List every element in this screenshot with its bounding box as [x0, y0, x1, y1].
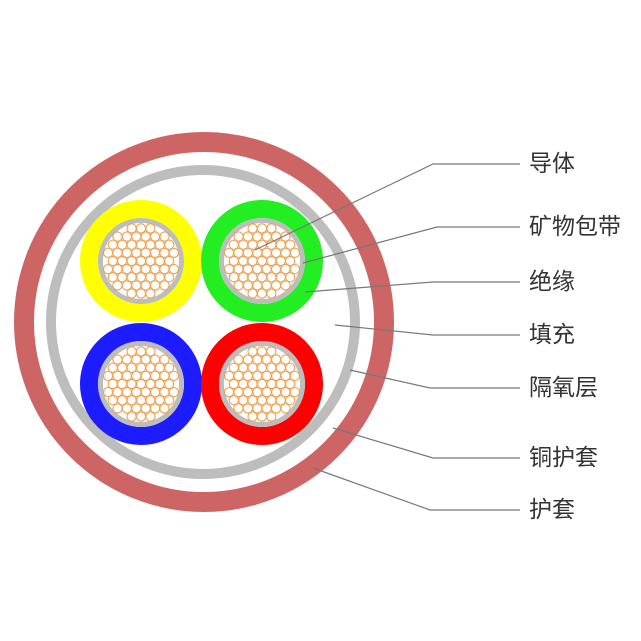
conductor-strand	[126, 411, 137, 422]
leader-line	[312, 467, 520, 511]
conductor-strand	[285, 239, 296, 250]
conductor-strand	[168, 263, 180, 275]
conductor-strand	[266, 411, 277, 422]
cores	[80, 200, 323, 445]
conductor-strand	[135, 288, 147, 299]
conductor-strand	[164, 272, 175, 283]
conductor-strand	[280, 354, 291, 365]
conductor-strand	[164, 239, 175, 250]
leader-line	[334, 324, 520, 336]
core-blue	[80, 323, 202, 445]
conductor-strand	[164, 362, 175, 373]
conductor-strand	[280, 280, 291, 291]
label-sheath: 护套	[529, 497, 575, 523]
core-red	[201, 323, 323, 445]
conductor-strand	[289, 370, 301, 382]
conductor-strand	[285, 255, 296, 267]
conductor-strand	[285, 272, 296, 283]
conductor-strand	[159, 280, 170, 291]
conductor-strand	[145, 288, 156, 299]
conductor-strand	[168, 386, 180, 398]
conductor-strand	[145, 223, 156, 234]
conductor-strand	[256, 288, 268, 299]
conductor-strand	[289, 247, 301, 259]
leader-line	[332, 427, 520, 459]
conductor-strand	[247, 411, 258, 422]
core-yellow	[80, 200, 202, 322]
conductor-strand	[164, 255, 175, 267]
leader-line	[304, 281, 520, 293]
conductor-strand	[285, 378, 296, 390]
copper-sheath	[46, 165, 360, 479]
label-copper-sheath: 铜护套	[529, 445, 598, 471]
conductor-strand	[145, 346, 156, 357]
conductor-strand	[159, 231, 170, 242]
label-insulation: 绝缘	[529, 269, 575, 295]
conductor-strand	[289, 263, 301, 275]
conductor-strand	[112, 403, 123, 414]
conductor-strand	[112, 280, 123, 291]
conductor-strand	[256, 411, 268, 422]
label-oxygen-barrier: 隔氧层	[529, 375, 598, 401]
insulation-ring	[201, 200, 323, 322]
conductor-strand	[168, 370, 180, 382]
conductor-strand	[280, 403, 291, 414]
conductor-strand	[159, 354, 170, 365]
label-mineral-tape: 矿物包带	[529, 214, 621, 240]
outer-jacket	[14, 132, 394, 512]
leader-line	[302, 226, 520, 264]
insulation-ring	[80, 323, 202, 445]
leader-line	[254, 163, 520, 251]
label-filler: 填充	[529, 322, 575, 348]
conductor-strand	[126, 288, 137, 299]
conductor-strand	[289, 386, 301, 398]
insulation-ring	[201, 323, 323, 445]
conductor-strand	[285, 395, 296, 406]
leader-line	[349, 369, 520, 389]
conductor-strand	[164, 378, 175, 390]
conductor-strand	[145, 411, 156, 422]
conductor-strand	[164, 395, 175, 406]
label-conductor: 导体	[529, 151, 575, 177]
conductor-strand	[266, 288, 277, 299]
leader-lines	[254, 163, 520, 511]
conductor-strand	[135, 411, 147, 422]
conductor-strand	[266, 223, 277, 234]
conductor-strand	[233, 280, 244, 291]
conductor-strand	[247, 288, 258, 299]
conductor-strand	[159, 403, 170, 414]
conductor-strand	[233, 403, 244, 414]
core-green	[201, 200, 323, 322]
conductor-strand	[266, 346, 277, 357]
insulation-ring	[80, 200, 202, 322]
conductor-strand	[285, 362, 296, 373]
conductor-strand	[168, 247, 180, 259]
